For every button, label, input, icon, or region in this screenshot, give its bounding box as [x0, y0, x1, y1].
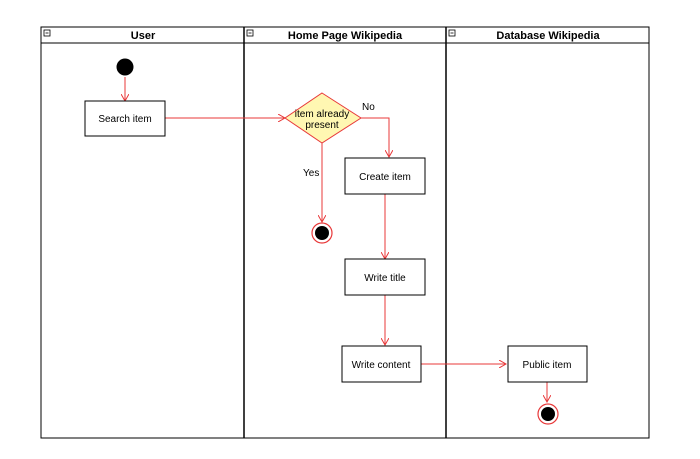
edge-label-yes: Yes [303, 168, 319, 179]
lane-header-home-page: Home Page Wikipedia [246, 29, 403, 42]
action-public-item[interactable]: Public item [507, 345, 588, 383]
decision-label-line2: present [305, 120, 339, 131]
lane-title-home-page: Home Page Wikipedia [288, 30, 403, 42]
edge-decision-no [361, 117, 389, 157]
action-write-content[interactable]: Write content [341, 345, 422, 383]
action-write-title[interactable]: Write title [344, 258, 426, 296]
action-search-item[interactable]: Search item [84, 100, 166, 137]
lane-title-user: User [131, 30, 156, 42]
decision-label-line1: item already [295, 109, 349, 120]
action-label: Create item [359, 172, 411, 183]
action-label: Write title [364, 273, 406, 284]
lane-header-user: User [43, 29, 156, 42]
end-node-yes[interactable] [311, 222, 333, 244]
start-node[interactable] [116, 58, 134, 76]
decision-item-present[interactable]: item already present [284, 92, 362, 144]
lane-header-database: Database Wikipedia [448, 29, 600, 42]
end-node-database[interactable] [537, 403, 559, 425]
action-label: Public item [523, 360, 572, 371]
action-label: Write content [352, 360, 411, 371]
action-create-item[interactable]: Create item [344, 157, 426, 195]
flow-edges [125, 77, 547, 402]
action-label: Search item [98, 114, 151, 125]
edge-label-no: No [362, 102, 375, 113]
lane-title-database: Database Wikipedia [496, 30, 600, 42]
